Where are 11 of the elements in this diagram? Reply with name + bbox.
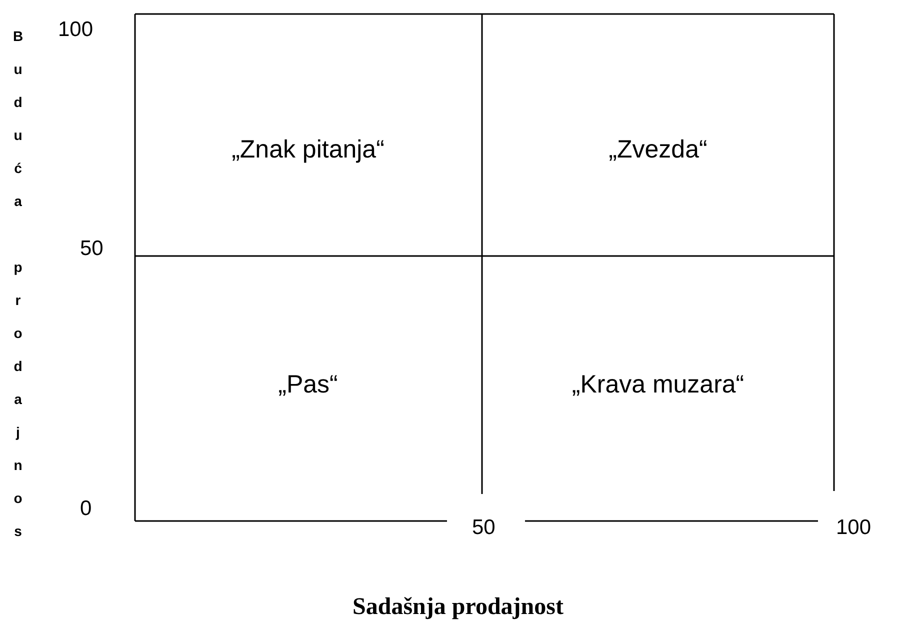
- axis-tick-label: 100: [58, 18, 94, 42]
- axis-tick-label: 100: [836, 516, 872, 540]
- axis-tick-label: 50: [472, 516, 496, 540]
- quadrant-label: „Krava muzara“: [572, 370, 744, 400]
- axis-title: Buduća prodajnos: [10, 28, 26, 556]
- axis-tick-label: 50: [80, 237, 104, 261]
- quadrant-label: „Zvezda“: [608, 136, 708, 164]
- axis-title: Sadašnja prodajnost: [352, 594, 564, 621]
- quadrant-label: „Znak pitanja“: [232, 136, 384, 164]
- quadrant-label: „Pas“: [278, 370, 338, 400]
- axis-tick-label: 0: [80, 497, 92, 521]
